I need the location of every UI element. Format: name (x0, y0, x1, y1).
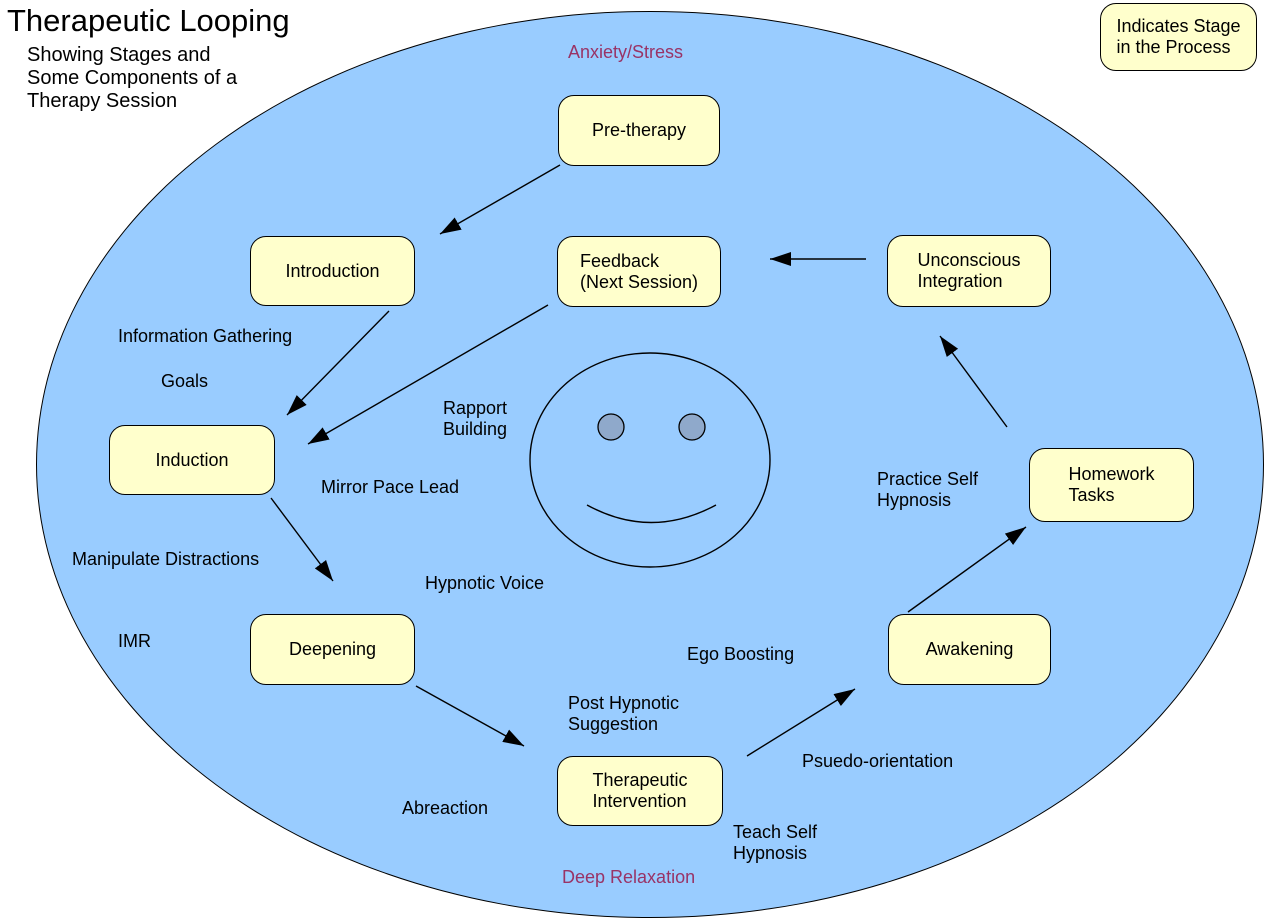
label-goals: Goals (161, 371, 209, 391)
label-information-gathering: Information Gathering (118, 326, 293, 346)
stage-awakening: Awakening (888, 614, 1051, 685)
label-psuedo-orientation: Psuedo-orientation (802, 751, 954, 771)
stage-feedback-label: Feedback (Next Session) (579, 250, 699, 292)
stage-induction: Induction (109, 425, 275, 495)
stage-introduction: Introduction (250, 236, 415, 306)
label-rapport-building: Rapport Building (443, 398, 508, 439)
stage-awakening-label: Awakening (925, 639, 1014, 659)
label-manipulate-distractions: Manipulate Distractions (72, 549, 260, 569)
label-imr: IMR (118, 631, 151, 651)
stage-pretherapy-label: Pre-therapy (591, 120, 687, 140)
label-post-hypnotic-suggestion: Post Hypnotic Suggestion (568, 693, 680, 734)
zone-label-anxiety-stress: Anxiety/Stress (568, 42, 684, 62)
stage-deepening: Deepening (250, 614, 415, 685)
stage-feedback-next-session: Feedback (Next Session) (557, 236, 721, 307)
stage-homework-tasks: Homework Tasks (1029, 448, 1194, 522)
stage-induction-label: Induction (155, 449, 229, 470)
stage-deepening-label: Deepening (288, 639, 377, 659)
legend-box: Indicates Stage in the Process (1100, 3, 1257, 71)
stage-unconscious-label: Unconscious Integration (917, 250, 1021, 291)
stage-unconscious-integration: Unconscious Integration (887, 235, 1051, 307)
label-mirror-pace-lead: Mirror Pace Lead (321, 477, 460, 497)
label-teach-self-hypnosis: Teach Self Hypnosis (733, 822, 818, 863)
diagram-subtitle: Showing Stages and Some Components of a … (27, 44, 238, 112)
label-ego-boosting: Ego Boosting (687, 644, 795, 664)
stage-homework-label: Homework Tasks (1068, 464, 1155, 505)
label-practice-self-hypnosis: Practice Self Hypnosis (877, 469, 979, 510)
label-abreaction: Abreaction (402, 798, 489, 818)
stage-introduction-label: Introduction (285, 260, 380, 281)
stage-therapeutic-intervention: Therapeutic Intervention (557, 756, 723, 826)
stage-pretherapy: Pre-therapy (558, 95, 720, 166)
legend-label: Indicates Stage in the Process (1116, 16, 1241, 57)
zone-label-deep-relaxation: Deep Relaxation (562, 867, 696, 887)
stage-therapeutic-label: Therapeutic Intervention (592, 770, 688, 811)
diagram-title: Therapeutic Looping (7, 3, 290, 38)
label-hypnotic-voice: Hypnotic Voice (425, 573, 545, 593)
